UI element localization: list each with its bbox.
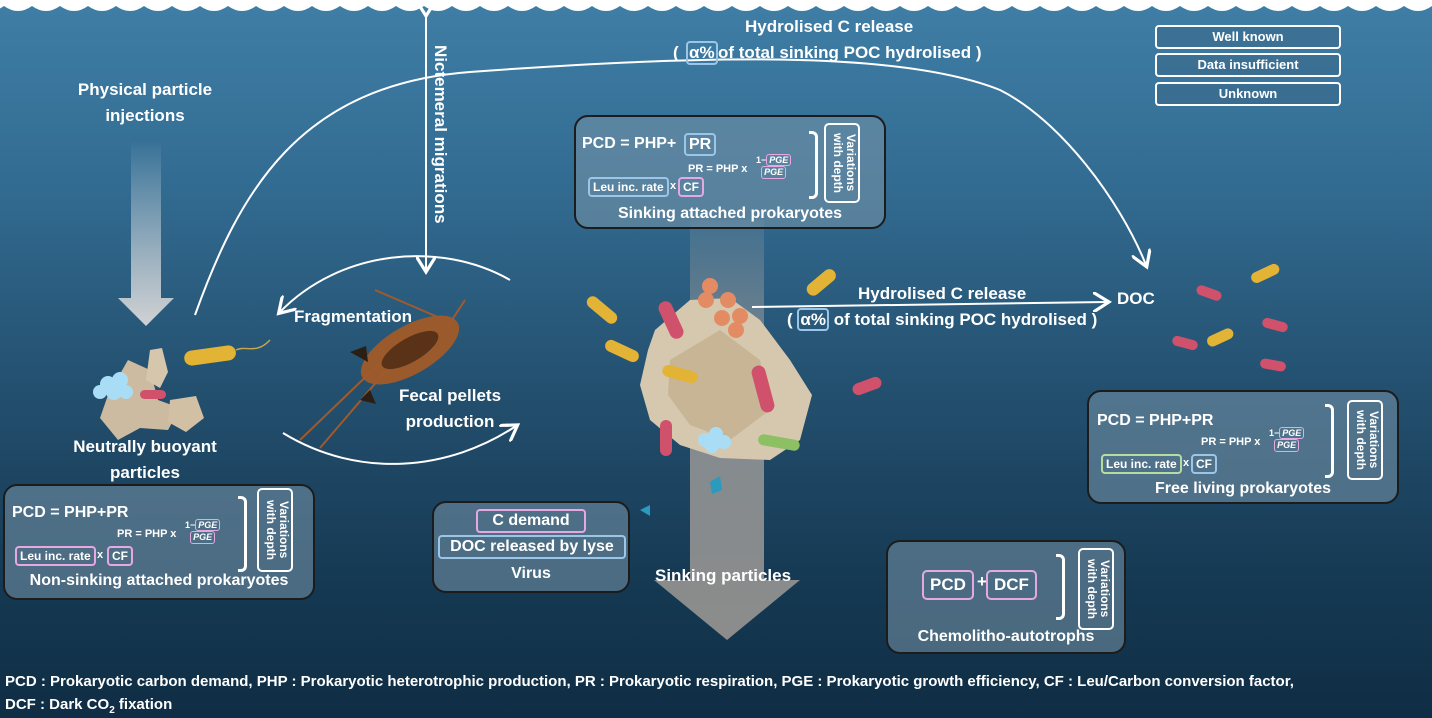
non-pr-eq: PR = PHP x bbox=[117, 528, 177, 540]
sea-surface-waves bbox=[0, 0, 1432, 11]
doc-label: DOC bbox=[1117, 289, 1155, 308]
top-hydrolised-suffix: of total sinking POC hydrolised ) bbox=[718, 43, 982, 62]
free-leu-tag: Leu inc. rate bbox=[1101, 454, 1182, 474]
footer-line2-sub: 2 bbox=[109, 705, 115, 716]
free-brace bbox=[1325, 404, 1334, 478]
chemo-dcf-tag: DCF bbox=[986, 570, 1037, 600]
sink-variations-tag: Variations with depth bbox=[824, 123, 860, 203]
non-frac-pge-top: PGE bbox=[195, 519, 221, 531]
legend-unknown: Unknown bbox=[1155, 82, 1341, 106]
fragmentation-label: Fragmentation bbox=[294, 307, 413, 326]
free-pr-eq: PR = PHP x bbox=[1201, 436, 1261, 448]
sink-pr-eq: PR = PHP x bbox=[688, 163, 748, 175]
sink-frac-pge-bottom: PGE bbox=[761, 166, 787, 179]
physical-line2: injections bbox=[105, 106, 185, 125]
fecal-arrow bbox=[282, 426, 516, 465]
footer-line1: PCD : Prokaryotic carbon demand, PHP : P… bbox=[5, 673, 1294, 690]
sink-pge-fraction: 1−PGE PGE bbox=[756, 154, 792, 179]
sink-frac-pge-top: PGE bbox=[766, 154, 792, 166]
bacteria-around-aggregate bbox=[586, 269, 882, 516]
non-sinking-box: PCD = PHP+PR PR = PHP x 1−PGE PGE Leu in… bbox=[3, 484, 315, 600]
free-box-title: Free living prokaryotes bbox=[1154, 480, 1332, 497]
footer-line2: DCF : Dark CO2 fixation bbox=[5, 693, 1430, 718]
sink-cf-tag: CF bbox=[678, 177, 704, 197]
non-brace bbox=[238, 496, 247, 572]
free-variations-tag: Variations with depth bbox=[1347, 400, 1383, 480]
free-x: x bbox=[1183, 457, 1190, 469]
mid-hydrolised-line2: ( α% of total sinking POC hydrolised ) bbox=[787, 308, 1098, 331]
non-leu-tag: Leu inc. rate bbox=[15, 546, 96, 566]
free-frac-pge-top: PGE bbox=[1279, 427, 1305, 439]
fecal-pellets-label: Fecal pellets production bbox=[380, 383, 520, 435]
neutrally-line2: particles bbox=[110, 463, 180, 482]
chemo-brace bbox=[1056, 554, 1065, 620]
mid-alpha-percent: α% bbox=[797, 308, 829, 331]
non-box-title: Non-sinking attached prokaryotes bbox=[29, 572, 289, 589]
free-frac-num: 1− bbox=[1269, 428, 1280, 438]
nictemeral-label: Nictemeral migrations bbox=[431, 45, 450, 224]
top-alpha-percent: α% bbox=[686, 41, 718, 65]
chemo-plus: + bbox=[977, 572, 987, 591]
sinking-attached-box: PCD = PHP+ PR PR = PHP x 1−PGE PGE Leu i… bbox=[574, 115, 886, 229]
fragmentation-arrow bbox=[280, 255, 511, 312]
non-frac-pge-bottom: PGE bbox=[190, 531, 216, 544]
free-pge-fraction: 1−PGE PGE bbox=[1269, 427, 1305, 452]
sink-pcd-eq: PCD = PHP+ bbox=[582, 135, 677, 152]
physical-injection-label: Physical particle injections bbox=[60, 77, 230, 129]
free-pcd-eq: PCD = PHP+PR bbox=[1097, 412, 1214, 429]
sink-frac-num: 1− bbox=[756, 155, 767, 165]
sink-leu-tag: Leu inc. rate bbox=[588, 177, 669, 197]
sinking-particles-label: Sinking particles bbox=[655, 566, 792, 585]
virus-box: C demand DOC released by lyse Virus bbox=[432, 501, 630, 593]
physical-injection-arrow bbox=[118, 140, 174, 326]
free-frac-pge-bottom: PGE bbox=[1274, 439, 1300, 452]
free-cf-tag: CF bbox=[1191, 454, 1217, 474]
virus-box-title: Virus bbox=[511, 565, 551, 582]
chemolitho-box: PCD + DCF Variations with depth Chemolit… bbox=[886, 540, 1126, 654]
sinking-aggregate-illustration bbox=[640, 278, 812, 460]
sink-brace bbox=[809, 131, 818, 199]
footer-line2-b: fixation bbox=[114, 696, 173, 713]
non-variations-tag: Variations with depth bbox=[257, 488, 293, 572]
mid-hydrolised-prefix: ( bbox=[787, 310, 793, 329]
mid-hydrolised-suffix: of total sinking POC hydrolised ) bbox=[833, 310, 1098, 329]
physical-line1: Physical particle bbox=[77, 80, 213, 99]
virus-c-demand-tag: C demand bbox=[476, 509, 586, 533]
sink-pr-tag: PR bbox=[684, 133, 717, 156]
neutrally-buoyant-particles-illustration bbox=[93, 348, 204, 440]
free-living-bacteria-illustration bbox=[1172, 263, 1288, 372]
top-hydrolised-prefix: ( bbox=[673, 43, 679, 62]
neutrally-line1: Neutrally buoyant bbox=[73, 437, 217, 456]
fecal-line1: Fecal pellets bbox=[398, 386, 502, 405]
non-pge-fraction: 1−PGE PGE bbox=[185, 519, 221, 544]
bacterium-yellow-left bbox=[184, 339, 271, 366]
non-frac-num: 1− bbox=[185, 520, 196, 530]
legend-well-known: Well known bbox=[1155, 25, 1341, 49]
legend-data-insufficient: Data insufficient bbox=[1155, 53, 1341, 77]
virus-doc-tag: DOC released by lyse bbox=[438, 535, 626, 559]
hydrolised-arc-arrow bbox=[194, 58, 1146, 316]
fecal-line2: production bbox=[405, 412, 495, 431]
non-x: x bbox=[97, 549, 104, 561]
top-hydrolised-line1: Hydrolised C release bbox=[745, 17, 914, 36]
chemo-pcd-tag: PCD bbox=[922, 570, 974, 600]
non-cf-tag: CF bbox=[107, 546, 133, 566]
free-living-box: PCD = PHP+PR PR = PHP x 1−PGE PGE Leu in… bbox=[1087, 390, 1399, 504]
chemo-box-title: Chemolitho-autotrophs bbox=[917, 628, 1095, 645]
sink-box-title: Sinking attached prokaryotes bbox=[617, 205, 843, 222]
chemo-variations-tag: Variations with depth bbox=[1078, 548, 1114, 630]
hydrolised-doc-arrow bbox=[751, 302, 1107, 307]
footer-definitions: PCD : Prokaryotic carbon demand, PHP : P… bbox=[5, 670, 1430, 718]
mid-hydrolised-line1: Hydrolised C release bbox=[858, 284, 1027, 303]
neutrally-buoyant-label: Neutrally buoyant particles bbox=[60, 434, 230, 486]
copepod-illustration bbox=[299, 289, 466, 449]
non-pcd-eq: PCD = PHP+PR bbox=[12, 504, 129, 521]
footer-line2-a: DCF : Dark CO bbox=[5, 696, 110, 713]
sink-x: x bbox=[670, 180, 677, 192]
